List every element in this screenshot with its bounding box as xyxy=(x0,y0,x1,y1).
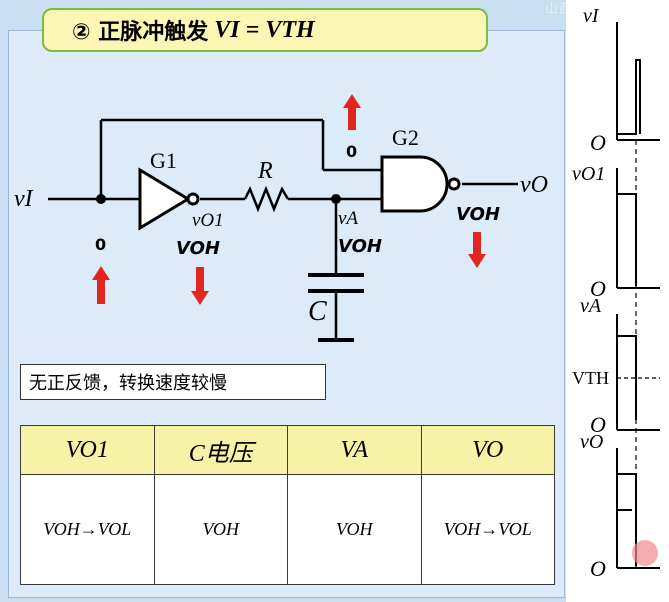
g1-label: G1 xyxy=(150,148,177,173)
wave-label-vo: vO xyxy=(580,431,603,453)
junction-dot-input xyxy=(96,194,106,204)
vo-voh: VOH xyxy=(456,204,500,225)
header-vo: VO xyxy=(420,425,555,475)
arrow-up-feedback xyxy=(343,94,361,130)
title-formula: VI = VTH xyxy=(214,16,315,43)
table-row: VOH→VOL VOH VOH VOH→VOL xyxy=(20,474,555,585)
cell-vo1: VOH→VOL xyxy=(20,474,155,585)
junction-dot-a xyxy=(331,194,341,204)
cursor-highlight xyxy=(632,540,658,566)
arrow-down-vo xyxy=(468,232,486,268)
wave-label-vo1: vO1 xyxy=(572,163,605,185)
output-label: vO xyxy=(520,172,548,198)
origin-4: O xyxy=(590,556,606,581)
cell-va: VOH xyxy=(287,474,422,585)
title-prefix: ② 正脉冲触发 xyxy=(72,20,209,45)
feedback-zero: 0 xyxy=(346,142,357,161)
arrow-down-vo1 xyxy=(191,267,209,305)
origin-3: O xyxy=(590,412,606,437)
circuit-wires xyxy=(48,118,518,340)
va-label: vA xyxy=(338,208,358,229)
vo1-voh: VOH xyxy=(176,238,220,259)
resistor-label: R xyxy=(257,158,273,184)
inverter-g1 xyxy=(138,167,200,231)
arrow-up-input xyxy=(92,266,110,304)
red-arrows xyxy=(92,94,486,305)
state-table: VO1 C电压 VA VO VOH→VOL VOH VOH VOH→VOL xyxy=(20,425,555,585)
section-title: ② 正脉冲触发 VI = VTH xyxy=(42,8,488,52)
wave-label-va: vA xyxy=(580,295,602,317)
table-header-row: VO1 C电压 VA VO xyxy=(20,425,555,475)
wave-label-vi: vI xyxy=(583,5,600,27)
cell-vo: VOH→VOL xyxy=(420,474,555,585)
input-zero: 0 xyxy=(95,235,106,254)
feedback-note: 无正反馈，转换速度较慢 xyxy=(20,364,326,400)
g2-label: G2 xyxy=(392,125,419,150)
va-voh: VOH xyxy=(338,236,382,257)
wave-label-vth: VTH xyxy=(572,368,609,388)
header-va: VA xyxy=(287,425,422,475)
header-vo1: VO1 xyxy=(20,425,155,475)
nand-gate-g2 xyxy=(380,155,461,213)
capacitor-symbol xyxy=(308,273,364,342)
input-label: vI xyxy=(14,186,34,212)
header-c-voltage: C电压 xyxy=(153,425,288,475)
waveform-axes xyxy=(616,22,660,569)
cell-c-voltage: VOH xyxy=(153,474,288,585)
vo1-label: vO1 xyxy=(192,210,224,231)
origin-1: O xyxy=(590,130,606,155)
capacitor-label: C xyxy=(308,296,327,327)
origin-2: O xyxy=(590,276,606,301)
